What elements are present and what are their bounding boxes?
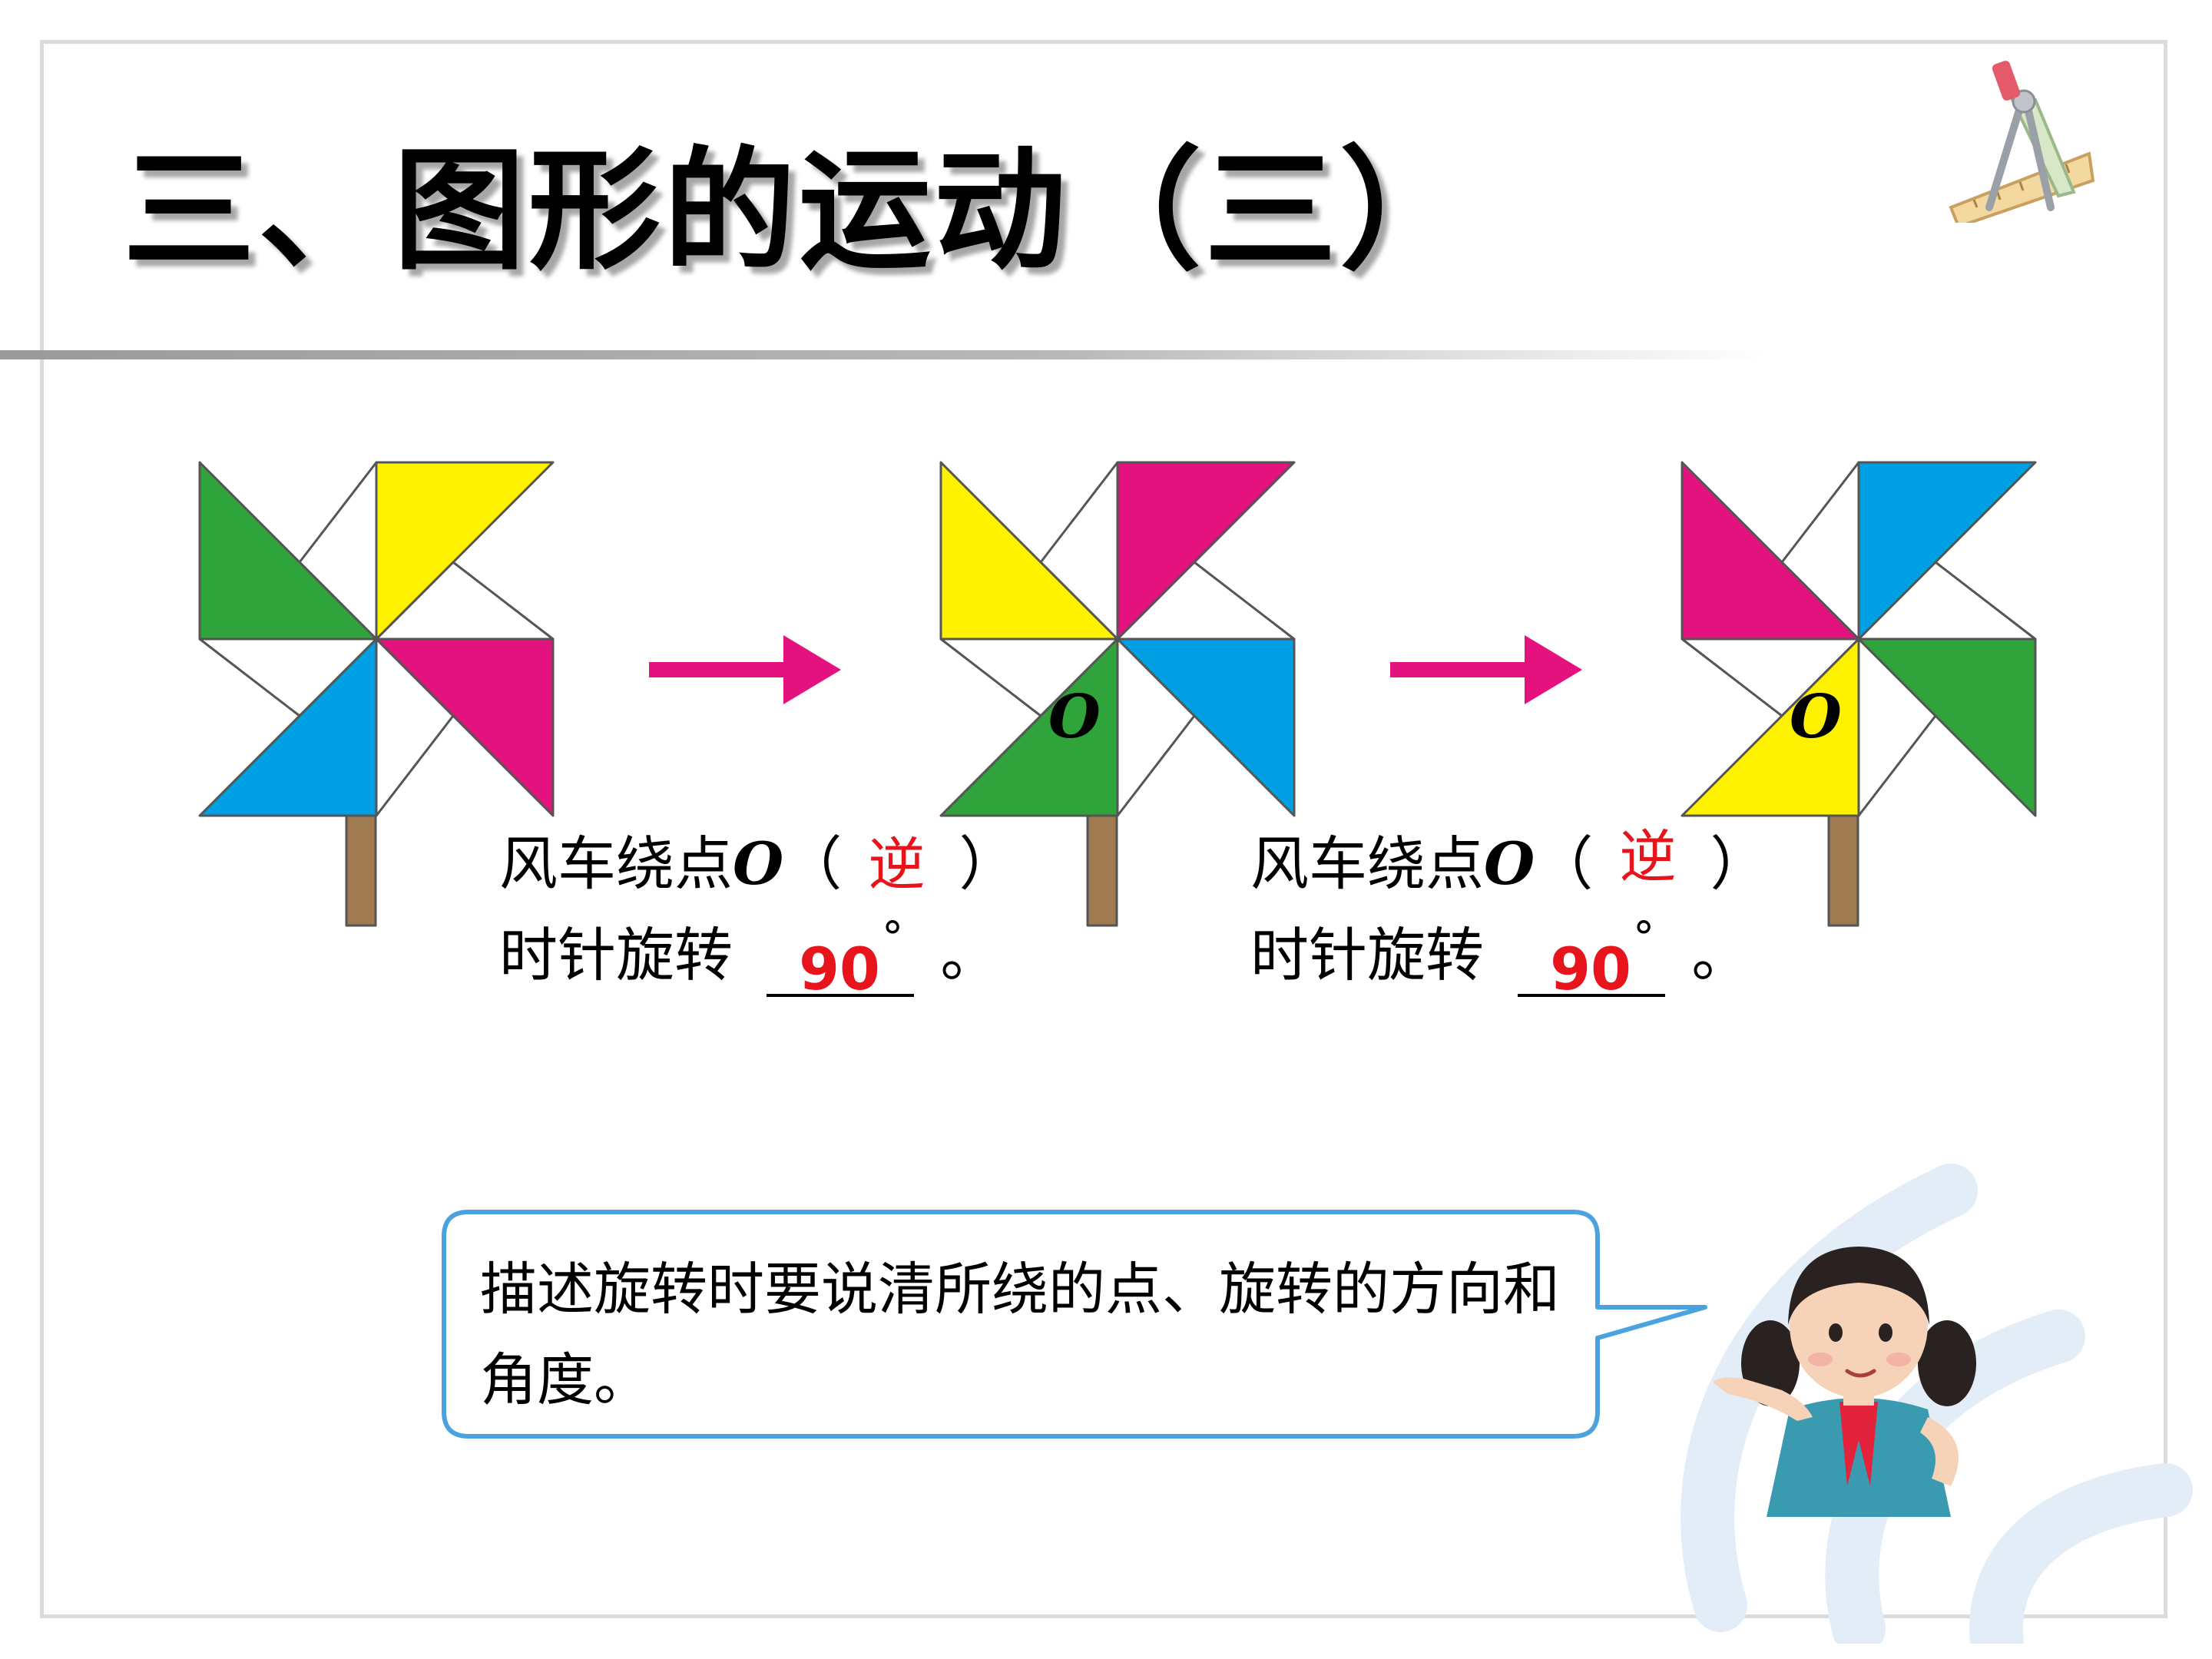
blade-blue xyxy=(1116,637,1296,817)
caption-rotation-2: 风车绕点O（ 逆 ） 时针旋转 90 ° 。 xyxy=(1250,824,1769,1003)
center-point-label: O xyxy=(1048,682,1101,752)
paren-open: （ xyxy=(1535,830,1594,898)
pinwheel-rotated-once: O xyxy=(939,461,1296,927)
point-o: O xyxy=(1484,830,1535,898)
angle-answer: 90 xyxy=(799,935,880,1003)
blade-magenta xyxy=(375,637,555,817)
blade-yellow xyxy=(375,461,555,641)
blade-green xyxy=(939,637,1119,817)
page-title: 三、图形的运动（三） xyxy=(123,134,1475,288)
blade-green xyxy=(198,461,378,641)
caption-line-1: 风车绕点O（ 逆 ） xyxy=(499,826,1018,903)
rotation-arrow-2 xyxy=(1390,635,1582,704)
rotation-arrow-1 xyxy=(649,635,841,704)
paren-close: ） xyxy=(959,830,1018,898)
caption-line-2: 时针旋转 90 ° 。 xyxy=(1250,913,1769,1003)
speech-bubble-text: 描述旋转时要说清所绕的点、旋转的方向和角度。 xyxy=(480,1257,1560,1413)
blade-green xyxy=(1857,637,2037,817)
ruler-compass-icon xyxy=(1949,61,2095,223)
pinwheel-stick xyxy=(345,809,377,927)
blade-blue xyxy=(1857,461,2037,641)
blade-yellow xyxy=(1681,637,1860,817)
pinwheel-rotated-twice: O xyxy=(1681,461,2037,927)
caption-line-2: 时针旋转 90 ° 。 xyxy=(499,913,1018,1003)
angle-answer: 90 xyxy=(1550,935,1631,1003)
slide-frame xyxy=(40,40,2167,1618)
angle-blank: 90 ° xyxy=(767,913,915,1003)
caption-line-1: 风车绕点O（ 逆 ） xyxy=(1250,824,1769,903)
pinwheel-stick xyxy=(1827,809,1859,927)
speech-bubble xyxy=(442,1210,1707,1439)
angle-blank: 90 ° xyxy=(1518,913,1666,1003)
caption-rotation-1: 风车绕点O（ 逆 ） 时针旋转 90 ° 。 xyxy=(499,826,1018,1003)
pinwheel-original xyxy=(198,461,555,927)
paren-close: ） xyxy=(1710,830,1769,898)
caption-line2-prefix: 时针旋转 xyxy=(1250,921,1484,989)
blade-magenta xyxy=(1681,461,1860,641)
girl-character xyxy=(1713,1247,1976,1517)
caption-prefix: 风车绕点 xyxy=(499,830,733,898)
blade-yellow xyxy=(939,461,1119,641)
blade-magenta xyxy=(1116,461,1296,641)
degree-mark: ° xyxy=(882,913,904,963)
degree-mark: ° xyxy=(1633,913,1655,963)
period: 。 xyxy=(1691,921,1750,989)
center-point-label: O xyxy=(1790,682,1842,752)
title-divider xyxy=(0,350,1767,359)
caption-prefix: 风车绕点 xyxy=(1250,830,1484,898)
paren-open: （ xyxy=(783,830,843,898)
direction-answer: 逆 xyxy=(868,832,926,898)
period: 。 xyxy=(940,921,999,989)
blade-blue xyxy=(198,637,378,817)
direction-answer: 逆 xyxy=(1619,824,1677,890)
caption-line2-prefix: 时针旋转 xyxy=(499,921,733,989)
pinwheel-stick xyxy=(1086,809,1118,927)
point-o: O xyxy=(733,830,784,898)
